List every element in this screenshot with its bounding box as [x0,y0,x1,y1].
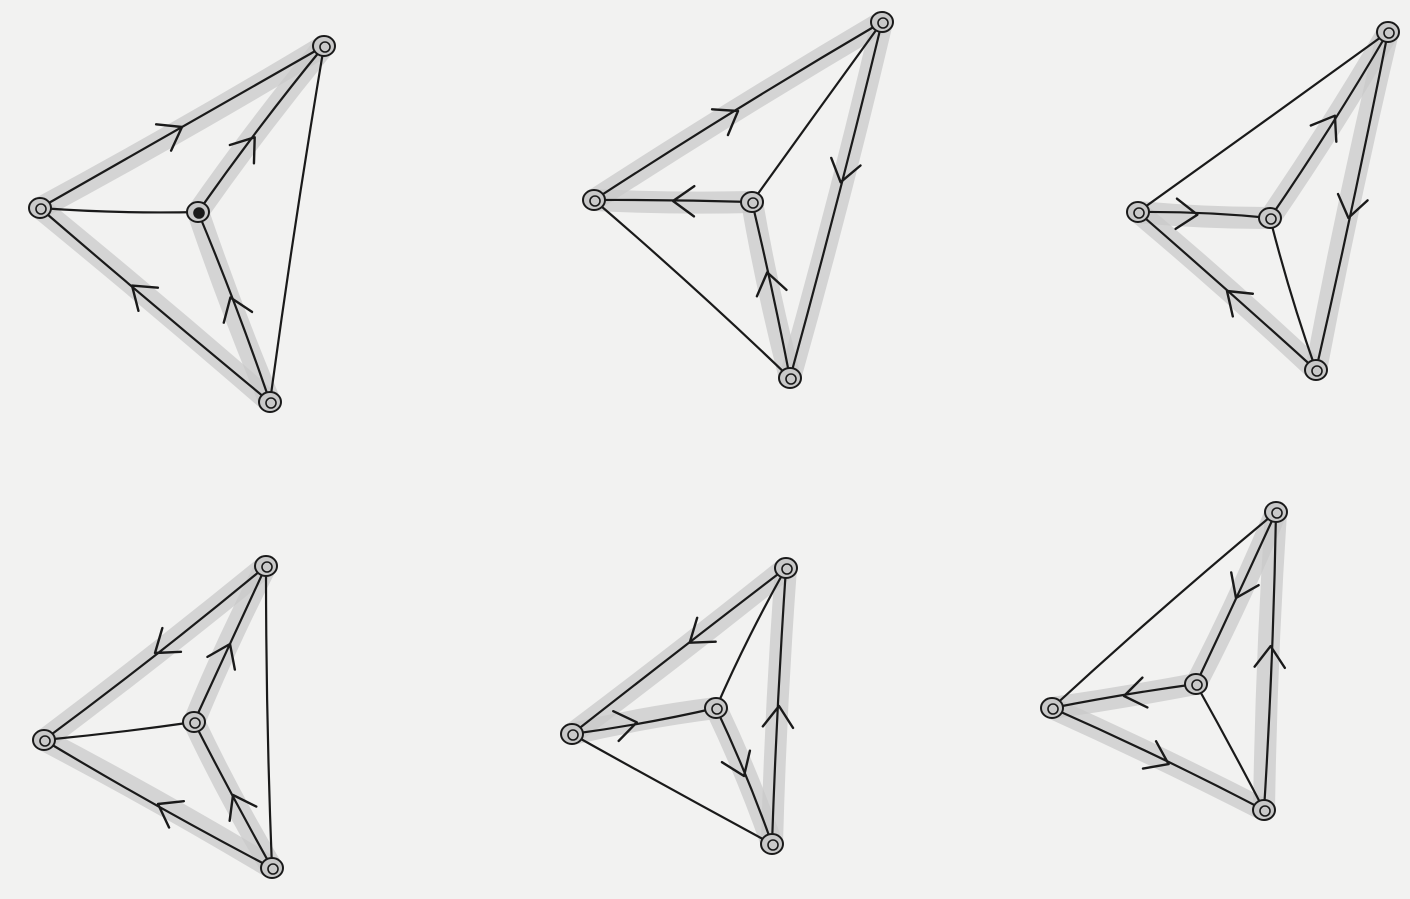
graph-vertex [705,698,727,718]
graph-vertex [187,202,209,222]
graph-vertex [1259,208,1281,228]
graph-vertex [261,858,283,878]
graph-vertex [1305,360,1327,380]
graph-vertex [1377,22,1399,42]
graph-vertex [1127,202,1149,222]
graph-vertex [255,556,277,576]
graph-vertex [1041,698,1063,718]
graph-vertex [259,392,281,412]
graph-vertex [1185,674,1207,694]
graph-vertex [313,36,335,56]
graph-vertex [741,192,763,212]
graph-vertex [1253,800,1275,820]
graph-vertex [583,190,605,210]
graph-vertex [1265,502,1287,522]
graph-vertex [29,198,51,218]
graph-vertex [871,12,893,32]
graph-vertex [761,834,783,854]
graph-vertex [779,368,801,388]
graph-vertex [561,724,583,744]
graph-vertex [183,712,205,732]
graph-vertex [33,730,55,750]
graph-vertex [775,558,797,578]
